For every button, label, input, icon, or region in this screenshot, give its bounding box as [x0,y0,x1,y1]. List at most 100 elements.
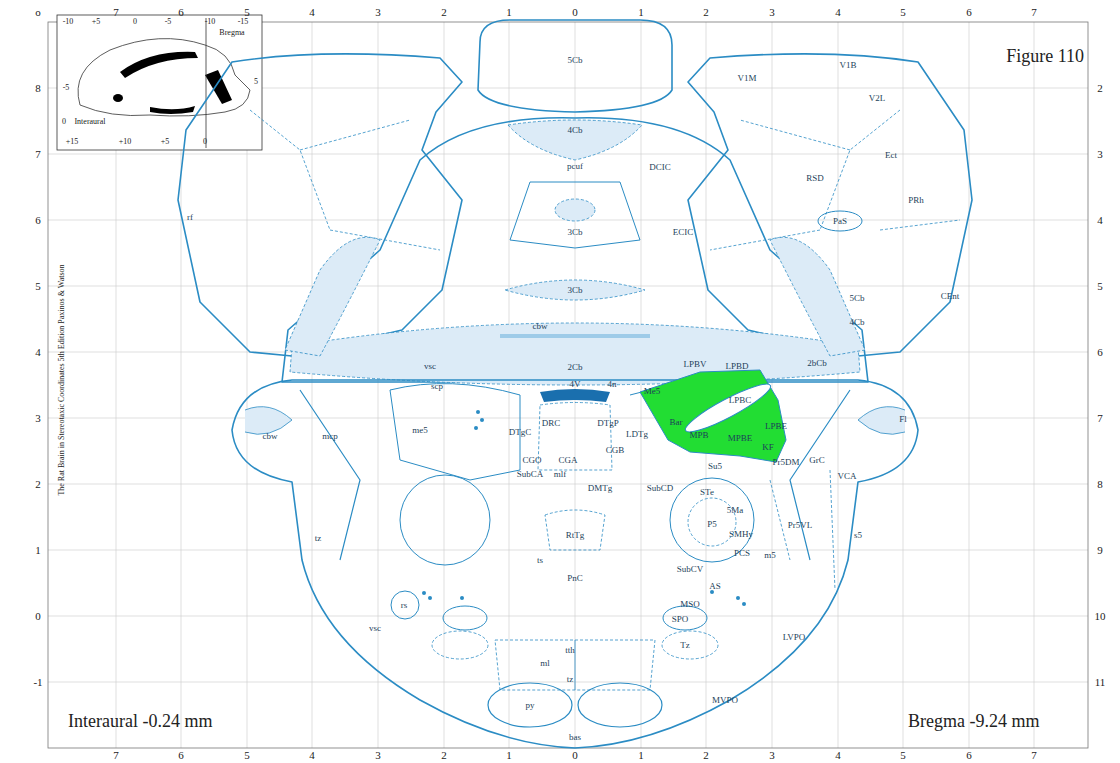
grid-line [641,22,642,748]
region-label: Ect [885,151,897,160]
region-label: V1M [737,74,756,83]
region-label: LDTg [626,430,648,439]
region-label: rf [187,213,193,222]
region-label: CGA [558,456,577,465]
axis-tick: 0 [572,7,578,18]
axis-tick: 3 [769,7,775,18]
region-label: mcp [322,432,338,441]
region-label: DTgC [509,428,532,437]
region-label: Pr5VL [788,521,813,530]
region-label: pcuf [567,162,583,171]
axis-tick: 6 [1097,347,1103,358]
inset-text: Bregma [219,29,244,37]
inset-text: 0 [62,118,66,126]
inset-text: 5 [254,78,258,86]
axis-tick: 5 [900,7,906,18]
axis-tick: 1 [638,750,644,761]
axis-tick: 3 [769,750,775,761]
region-label: DTgP [597,419,619,428]
axis-tick: 1 [35,545,41,556]
region-label: PRh [908,196,924,205]
axis-tick: 5 [35,281,41,292]
coordinate-note: Interaural -0.24 mm [68,712,212,730]
axis-tick: 3 [375,7,381,18]
region-label: KF [762,443,774,452]
region-label: 4Cb [567,126,582,135]
axis-tick: 4 [835,7,841,18]
axis-tick: 7 [113,750,119,761]
axis-tick: 8 [1097,479,1103,490]
axis-tick: 2 [35,479,41,490]
grid-line [903,22,904,748]
region-label: 4V [570,380,581,389]
region-label: V1B [839,61,856,70]
grid-line [378,22,379,748]
region-label: scp [431,382,443,391]
grid-line [48,418,1088,419]
region-label: LPBV [683,360,706,369]
region-label: V2L [869,94,886,103]
axis-tick: 2 [1097,83,1103,94]
axis-tick: 3 [35,413,41,424]
region-label: ml [540,659,550,668]
grid-line [48,616,1088,617]
region-label: MSO [680,600,700,609]
region-label: SPO [672,615,689,624]
axis-tick: 7 [1097,413,1103,424]
region-label: rs [401,601,408,610]
region-label: AS [709,582,721,591]
axis-tick: 7 [113,7,119,18]
region-label: 2bCb [807,359,827,368]
region-label: Pr5DM [772,458,799,467]
axis-tick: 6 [178,750,184,761]
region-label: Me5 [644,387,661,396]
region-label: RtTg [566,531,585,540]
region-label: 3Cb [567,228,582,237]
inset-text: 0 [133,18,137,26]
axis-tick: 0 [572,750,578,761]
inset-text: -15 [238,18,249,26]
region-label: STe [700,488,714,497]
region-label: PCS [734,549,750,558]
region-label: RSD [806,174,824,183]
region-label: DMTg [588,484,613,493]
region-label: vsc [424,362,436,371]
region-label: ts [537,556,543,565]
region-label: LVPO [783,633,806,642]
region-label: tth [565,646,575,655]
region-label: bas [569,733,581,742]
axis-tick: 1 [506,7,512,18]
region-label: LPBC [729,396,752,405]
axis-tick: 7 [1031,7,1037,18]
region-label: MPBE [728,434,753,443]
region-label: SMHy [729,530,753,539]
axis-tick: 5 [900,750,906,761]
region-label: DRC [542,419,561,428]
inset-text: 0 [203,138,207,146]
credit-text: The Rat Brain in Stereotaxic Coordinates… [58,264,66,495]
axis-tick: 9 [1097,545,1103,556]
axis-tick: 8 [35,83,41,94]
grid-line [969,22,970,748]
axis-tick: 5 [244,7,250,18]
inset-text: +5 [92,18,101,26]
grid-line [312,22,313,748]
grid-line [48,484,1088,485]
grid-line [48,550,1088,551]
region-label: Bar [670,418,683,427]
region-label: MPB [689,431,708,440]
axis-tick: 6 [35,215,41,226]
region-label: 2Cb [567,363,582,372]
inset-text: -10 [63,18,74,26]
axis-tick: 4 [835,750,841,761]
region-label: s5 [854,531,862,540]
axis-tick: 2 [441,750,447,761]
axis-tick: 1 [638,7,644,18]
axis-tick: -1 [33,677,42,688]
axis-tick: 5 [1097,281,1103,292]
region-label: GrC [809,456,825,465]
axis-tick: 5 [244,750,250,761]
axis-tick: 7 [35,149,41,160]
